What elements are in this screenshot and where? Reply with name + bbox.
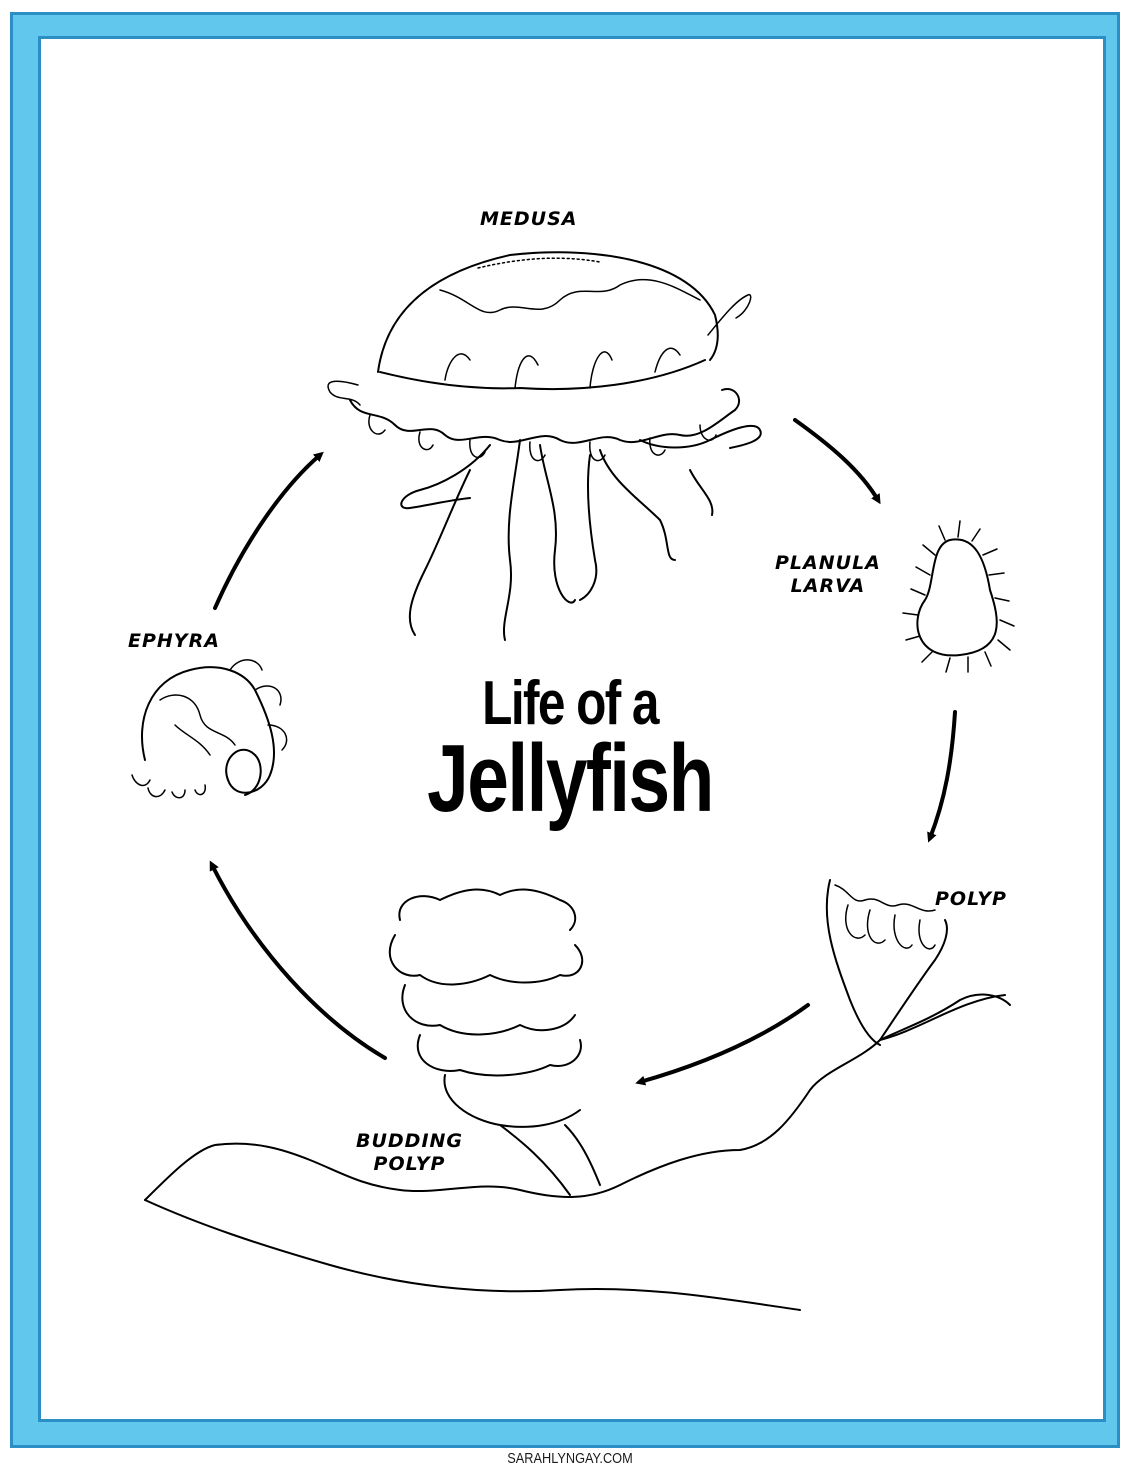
label-ephyra: EPHYRA bbox=[128, 630, 220, 652]
arrow-polyp-to-budding bbox=[635, 1003, 810, 1086]
medusa-drawing bbox=[327, 251, 762, 641]
label-budding-polyp: BUDDING POLYP bbox=[356, 1130, 463, 1176]
seabed-drawing bbox=[144, 994, 1006, 1311]
polyp-drawing bbox=[825, 879, 1011, 1046]
label-budding-line1: BUDDING bbox=[356, 1130, 464, 1152]
label-budding-line2: POLYP bbox=[373, 1153, 446, 1175]
arrow-medusa-to-planula bbox=[793, 418, 881, 505]
label-medusa: MEDUSA bbox=[480, 208, 578, 230]
label-planula-line2: LARVA bbox=[790, 575, 866, 597]
label-planula-line1: PLANULA bbox=[775, 552, 881, 574]
cycle-arrows bbox=[209, 418, 957, 1086]
planula-larva-drawing bbox=[902, 520, 1015, 673]
title-line-2: Jellyfish bbox=[427, 725, 714, 832]
budding-polyp-drawing bbox=[388, 888, 601, 1196]
label-polyp: POLYP bbox=[935, 888, 1007, 910]
arrow-ephyra-to-medusa bbox=[213, 451, 324, 610]
title-line-1: Life of a bbox=[482, 669, 659, 738]
ephyra-drawing bbox=[131, 659, 288, 799]
arrow-budding-to-ephyra bbox=[209, 860, 387, 1060]
label-planula-larva: PLANULA LARVA bbox=[775, 552, 881, 598]
arrow-planula-to-polyp bbox=[927, 710, 957, 843]
footer-website: SARAHLYNGAY.COM bbox=[507, 1450, 633, 1467]
page-border-inner bbox=[38, 36, 1106, 1422]
